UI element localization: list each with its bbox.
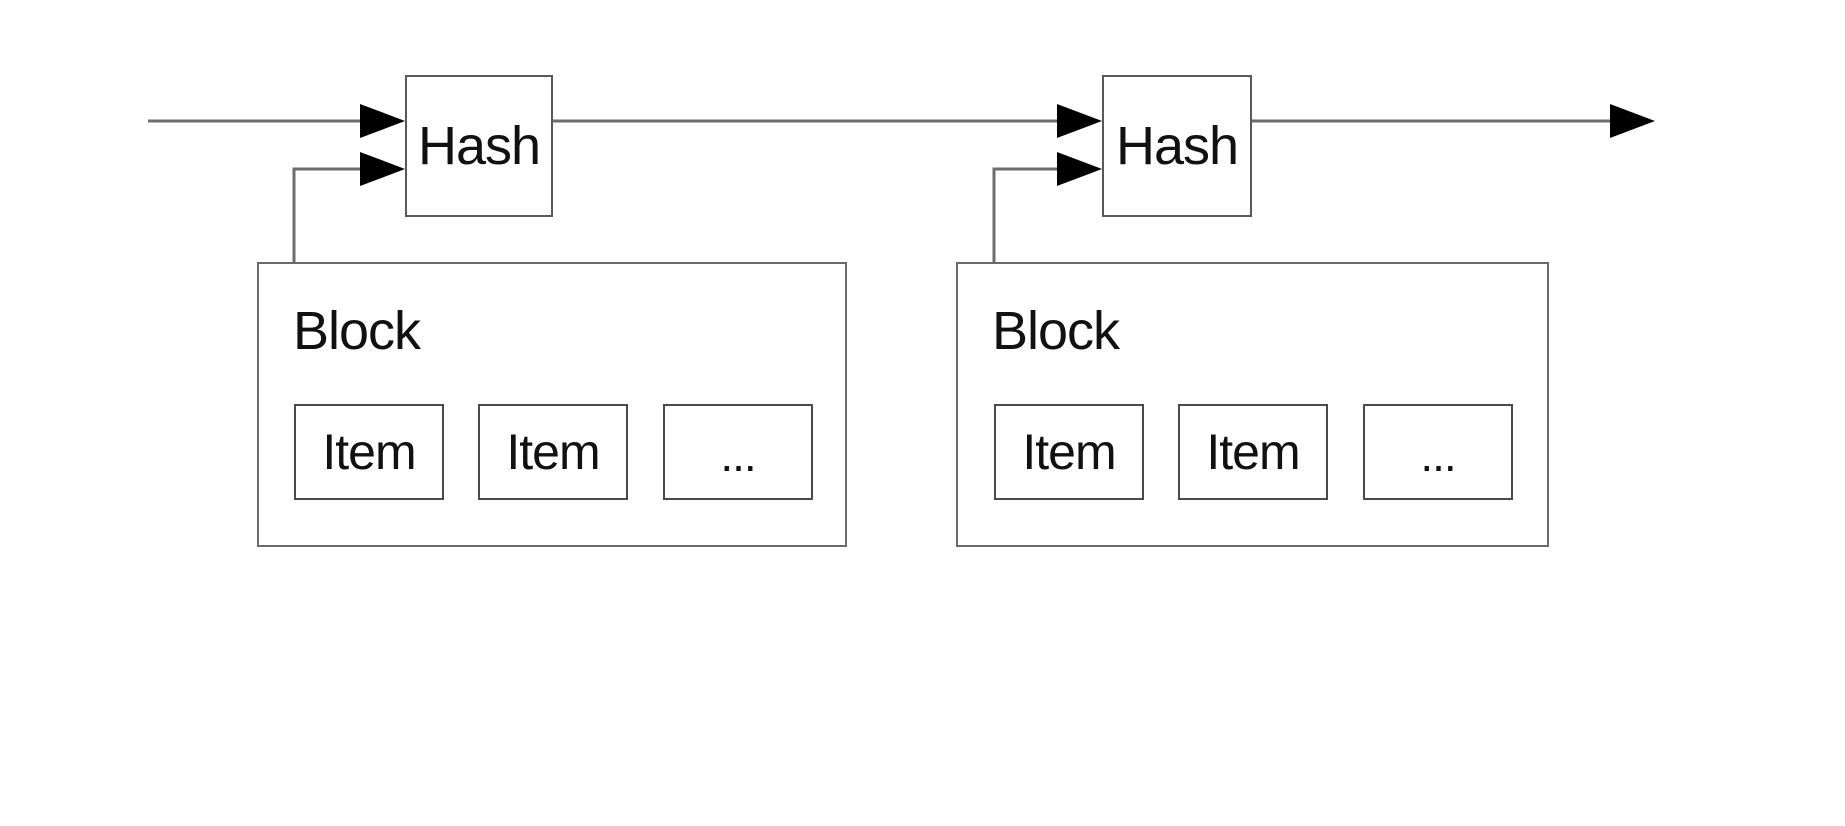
block-1-item-more: ... <box>663 404 813 500</box>
hash-label-2: Hash <box>1115 116 1239 176</box>
block-1-item-1: Item <box>294 404 444 500</box>
item-label: Item <box>1206 424 1300 480</box>
item-label: Item <box>322 424 416 480</box>
hash-box-2: Hash <box>1102 75 1252 217</box>
block-2-item-2: Item <box>1178 404 1328 500</box>
item-label: ... <box>720 429 756 481</box>
hash-box-1: Hash <box>405 75 553 217</box>
chain-arrowhead-out <box>1610 104 1655 138</box>
chain-arrowhead-middle <box>1057 104 1102 138</box>
block-2-item-1: Item <box>994 404 1144 500</box>
chain-arrowhead-in <box>360 104 405 138</box>
block-2-to-hash-line <box>992 167 1062 262</box>
block-2-item-more: ... <box>1363 404 1513 500</box>
item-label: ... <box>1420 429 1456 481</box>
block-2-arrowhead <box>1057 152 1102 186</box>
block-1-item-2: Item <box>478 404 628 500</box>
hash-label-1: Hash <box>417 116 541 176</box>
block-1-to-hash-line <box>292 167 365 262</box>
item-label: Item <box>1022 424 1116 480</box>
block-1-arrowhead <box>360 152 405 186</box>
block-label-2: Block <box>992 301 1120 361</box>
block-label-1: Block <box>293 301 421 361</box>
item-label: Item <box>506 424 600 480</box>
